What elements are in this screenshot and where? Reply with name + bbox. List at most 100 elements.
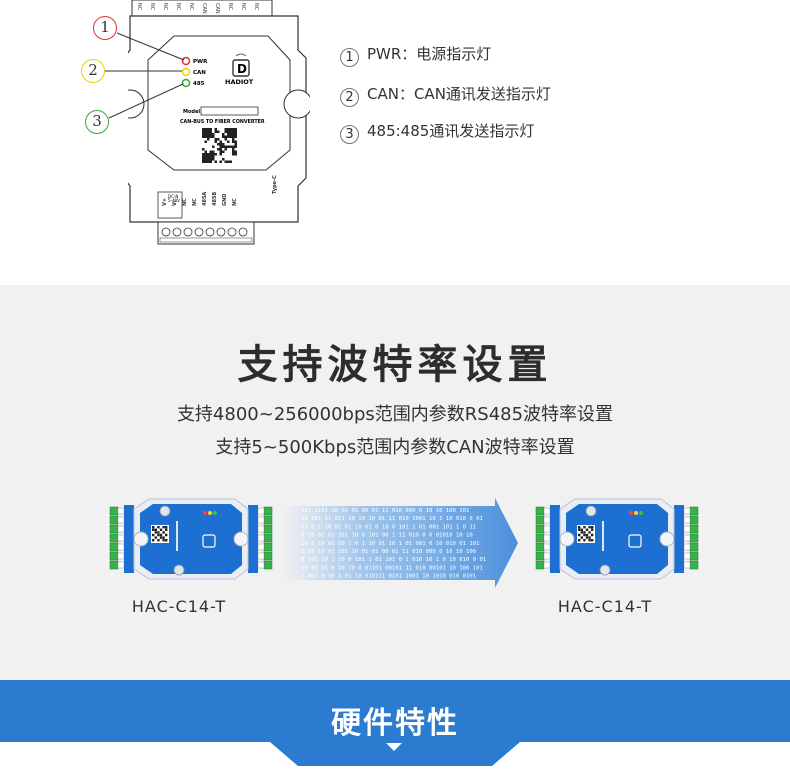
model-label: Model: [183,109,202,115]
data-transfer-arrow-icon: 101 1101 10 01 01 00 01 11 010 000 0 10 … [283,498,518,588]
indicator-number: 2 [340,88,359,107]
led-label-can: CAN [193,70,206,76]
led-label-485: 485 [193,81,205,87]
chevron-down-icon [386,743,402,751]
terminal-block [109,506,119,516]
indicator-item-pwr: 1 PWR：电源指示灯 [340,43,491,67]
top-pin-label: NC [240,3,246,11]
terminal-block [263,542,273,552]
terminal-block [109,533,119,543]
terminal-block [689,515,699,525]
terminal-block [109,551,119,561]
binary-stream-text: 1 001 0 10 1 01 10 010111 0101 1001 10 1… [301,574,476,580]
bottom-pin-label: 485A [202,192,208,206]
top-pin-label: NC [136,3,142,11]
indicator-item-can: 2 CAN：CAN通讯发送指示灯 [340,83,551,107]
can-baud-description: 支持5~500Kbps范围内参数CAN波特率设置 [215,437,575,458]
terminal-block [535,524,545,534]
terminal-block [263,560,273,570]
bottom-pin-label: NC [182,198,188,206]
module-label-right: HAC-C14-T [557,597,653,616]
indicator-item-485: 3 485:485通讯发送指示灯 [340,120,534,144]
terminal-screw [172,227,182,237]
top-pin-label: CAN [201,3,207,14]
terminal-block [535,506,545,516]
terminal-block [689,542,699,552]
module-label-left: HAC-C14-T [131,597,227,616]
bottom-pin-label: Type-C [272,175,278,194]
terminal-block [263,524,273,534]
binary-stream-text: 10 0 10 01 10 1 0 1 10 01 10 1 01 001 0 … [301,541,480,547]
callout-3: 3 [85,110,109,134]
terminal-block [263,506,273,516]
callout-2: 2 [81,59,105,83]
section-title: 硬件特性 [331,706,459,741]
binary-stream-text: 0 101 10 1 10 0 101 1 01 101 0 1 010 10 … [301,557,486,563]
section-title: 支持波特率设置 [237,342,553,388]
terminal-block [109,542,119,552]
indicator-number: 3 [340,125,359,144]
bottom-pin-label: NC [232,198,238,206]
terminal-block [535,515,545,525]
bottom-pin-label: V+ [162,198,168,206]
converter-module-image-right [535,498,699,580]
brand-name: HADIOT [225,78,254,86]
terminal-block [689,524,699,534]
top-pin-label: NC [253,3,259,11]
bottom-pin-label: NC [192,198,198,206]
led-label-pwr: PWR [193,59,208,65]
terminal-block [263,533,273,543]
callout-leader-lines [105,32,185,119]
bottom-header-2: 5-48V [168,198,180,203]
bottom-header-1: DC-N [168,194,178,199]
terminal-screw [227,227,237,237]
binary-stream-text: 0 10 01 01 101 10 0 101 00 1 11 010 0 0 … [301,533,473,539]
terminal-block [263,551,273,561]
terminal-block [109,560,119,570]
terminal-screw [183,227,193,237]
terminal-block [109,515,119,525]
terminal-block [689,551,699,561]
terminal-block [689,506,699,516]
terminal-screw [205,227,215,237]
binary-stream-text: 10 01 01 0 10 10 0 01101 00101 11 010 00… [301,565,483,571]
indicator-section: NC NC NC NC NC CAN CAN NC NC NC PWR CAN 485 D HAD… [0,0,790,285]
top-pin-label: NC [175,3,181,11]
binary-stream-text: 01 0 1 10 01 01 10 01 0 10 0 101 1 01 00… [301,524,476,530]
brand-logo-icon: D [232,53,250,77]
top-pin-label: NC [162,3,168,11]
terminal-block [689,560,699,570]
header-banner [0,680,790,766]
qr-code-icon [202,128,237,163]
binary-stream-text: 10 101 11 011 10 10 10 01 11 010 1001 10… [301,516,483,522]
indicator-number: 1 [340,48,359,67]
terminal-screw [216,227,226,237]
bottom-pin-label: V- [172,200,178,206]
top-pin-label: NC [149,3,155,11]
terminal-screw [194,227,204,237]
bottom-pin-label: GND [222,194,228,206]
device-diagram: NC NC NC NC NC CAN CAN NC NC NC PWR CAN 485 D HAD… [128,0,310,245]
indicator-text: 485:485通讯发送指示灯 [367,122,535,140]
product-line-text: CAN-BUS TO FIBER CONVERTER [180,119,265,125]
top-pin-label: NC [227,3,233,11]
binary-stream-text: 1 10 10 01 101 10 01 01 00 01 11 010 000… [301,549,476,555]
indicator-text: PWR：电源指示灯 [367,45,492,63]
callout-1: 1 [93,16,117,40]
terminal-block [263,515,273,525]
terminal-screw [161,227,171,237]
terminal-block [535,560,545,570]
terminal-block [535,533,545,543]
bottom-pin-label: 485B [212,192,218,206]
terminal-block [535,551,545,561]
terminal-block [689,533,699,543]
terminal-block [535,542,545,552]
top-pin-label: NC [188,3,194,11]
hardware-features-header: 硬件特性 [0,680,790,784]
terminal-block [109,524,119,534]
rs485-baud-description: 支持4800~256000bps范围内参数RS485波特率设置 [176,404,614,425]
terminal-screw [238,227,248,237]
indicator-text: CAN：CAN通讯发送指示灯 [367,85,551,103]
svg-text:D: D [237,62,247,76]
top-pin-label: CAN [214,3,220,14]
